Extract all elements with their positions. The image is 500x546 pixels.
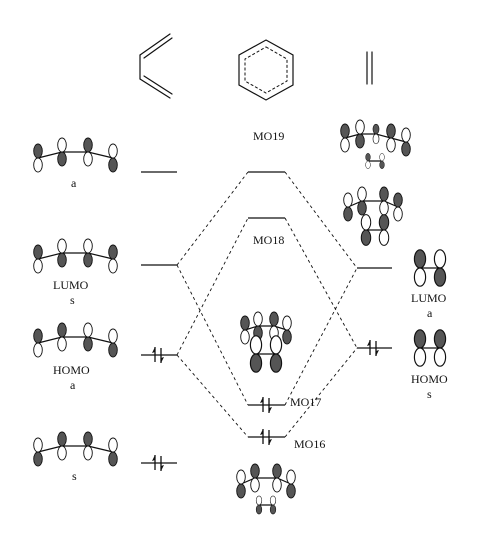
butadiene-orbital-a <box>33 137 118 173</box>
label-mo17: MO17 <box>290 395 321 409</box>
butadiene-orbital-lumo <box>33 238 118 274</box>
mo18-orbital <box>343 186 403 246</box>
ethylene-orbital-lumo <box>413 249 447 287</box>
cyclohexene-transition-structure <box>238 39 294 101</box>
label-butadiene-s: s <box>72 469 77 483</box>
ethylene-structure <box>366 51 373 85</box>
label-mo16: MO16 <box>294 437 325 451</box>
butadiene-structure <box>139 33 173 99</box>
butadiene-orbital-homo <box>33 322 118 358</box>
label-ethylene-lumo-symmetry: a <box>427 306 433 320</box>
label-butadiene-homo-symmetry: a <box>70 378 76 392</box>
mo19-orbital <box>340 119 411 169</box>
label-mo18: MO18 <box>253 233 284 247</box>
label-ethylene-homo-symmetry: s <box>427 387 432 401</box>
mo16-orbital <box>236 463 296 515</box>
energy-levels <box>141 171 392 464</box>
mo17-orbital <box>240 311 292 373</box>
label-mo19: MO19 <box>253 129 284 143</box>
label-butadiene-lumo-symmetry: s <box>70 293 75 307</box>
label-butadiene-lumo: LUMO <box>53 278 89 292</box>
label-butadiene-homo: HOMO <box>53 363 90 377</box>
label-ethylene-lumo: LUMO <box>411 291 447 305</box>
ethylene-orbital-homo <box>413 329 447 367</box>
label-butadiene-a: a <box>71 176 77 190</box>
label-ethylene-homo: HOMO <box>411 372 448 386</box>
correlation-lines <box>176 171 358 438</box>
butadiene-orbital-s <box>33 431 118 467</box>
